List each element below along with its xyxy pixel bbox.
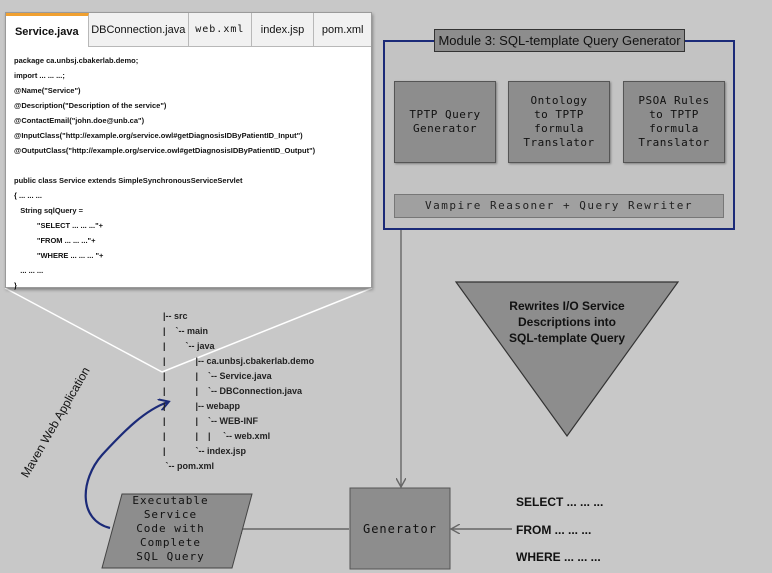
generator-label: Generator [362, 521, 438, 536]
editor-tab-bar: Service.java DBConnection.java web.xml i… [6, 13, 371, 47]
callout-line [161, 287, 373, 373]
tab-index-jsp[interactable]: index.jsp [251, 13, 315, 46]
sql-where-line: WHERE ... ... ... [516, 550, 601, 564]
code-line: @Name("Service") [14, 86, 81, 95]
triangle-label: Rewrites I/O Service Descriptions into S… [508, 299, 626, 345]
psoa-rules-translator-box: PSOA Rules to TPTP formula Translator [623, 81, 725, 163]
code-line: "SELECT ... ... ..."+ [14, 221, 104, 230]
code-line: @OutputClass("http://example.org/service… [14, 146, 316, 155]
code-line: @ContactEmail("john.doe@unb.ca") [14, 116, 145, 125]
code-line [14, 158, 371, 173]
executable-label: Executable Service Code with Complete SQ… [132, 494, 209, 563]
code-line: "FROM ... ... ..."+ [14, 236, 96, 245]
tab-pom-xml[interactable]: pom.xml [314, 13, 371, 46]
tree-line: | | | `-- web.xml [163, 431, 271, 441]
code-line: @InputClass("http://example.org/service.… [14, 131, 303, 140]
tree-line: `-- pom.xml [163, 461, 215, 471]
tree-line: | `-- java [163, 341, 215, 351]
code-line: public class Service extends SimpleSynch… [14, 176, 243, 185]
module-title: Module 3: SQL-template Query Generator [434, 29, 685, 52]
project-file-tree: |-- src | `-- main | `-- java | |-- ca.u… [163, 309, 314, 474]
tree-line: | |-- ca.unbsj.cbakerlab.demo [163, 356, 315, 366]
callout-line [4, 287, 163, 373]
tree-line: | `-- index.jsp [163, 446, 247, 456]
tree-line: | | `-- Service.java [163, 371, 272, 381]
tab-dbconnection-java[interactable]: DBConnection.java [88, 13, 189, 46]
tree-line: |-- src [163, 311, 188, 321]
tree-line: | | `-- WEB-INF [163, 416, 259, 426]
code-line: "WHERE ... ... ... "+ [14, 251, 104, 260]
ontology-translator-box: Ontology to TPTP formula Translator [508, 81, 610, 163]
code-line: } [14, 281, 17, 290]
code-line: import ... ... ...; [14, 71, 65, 80]
vampire-reasoner-box: Vampire Reasoner + Query Rewriter [394, 194, 724, 218]
maven-arrow [84, 402, 168, 530]
tab-web-xml[interactable]: web.xml [189, 13, 252, 46]
executable-parallelogram [101, 493, 253, 569]
code-area[interactable]: package ca.unbsj.cbakerlab.demo; import … [6, 47, 371, 293]
code-line: package ca.unbsj.cbakerlab.demo; [14, 56, 139, 65]
tree-line: | |-- webapp [163, 401, 241, 411]
code-line: ... ... ... [14, 266, 44, 275]
sql-from-line: FROM ... ... ... [516, 523, 592, 537]
rewrites-triangle [454, 281, 680, 438]
code-line: @Description("Description of the service… [14, 101, 167, 110]
code-line: { ... ... ... [14, 191, 42, 200]
code-editor-panel: Service.java DBConnection.java web.xml i… [5, 12, 372, 290]
tptp-query-generator-box: TPTP Query Generator [394, 81, 496, 163]
tab-service-java[interactable]: Service.java [6, 13, 89, 47]
tree-line: | | `-- DBConnection.java [163, 386, 303, 396]
code-line: String sqlQuery = [14, 206, 83, 215]
tree-line: | `-- main [163, 326, 209, 336]
generator-box [349, 487, 451, 570]
sql-select-line: SELECT ... ... ... [516, 495, 604, 509]
